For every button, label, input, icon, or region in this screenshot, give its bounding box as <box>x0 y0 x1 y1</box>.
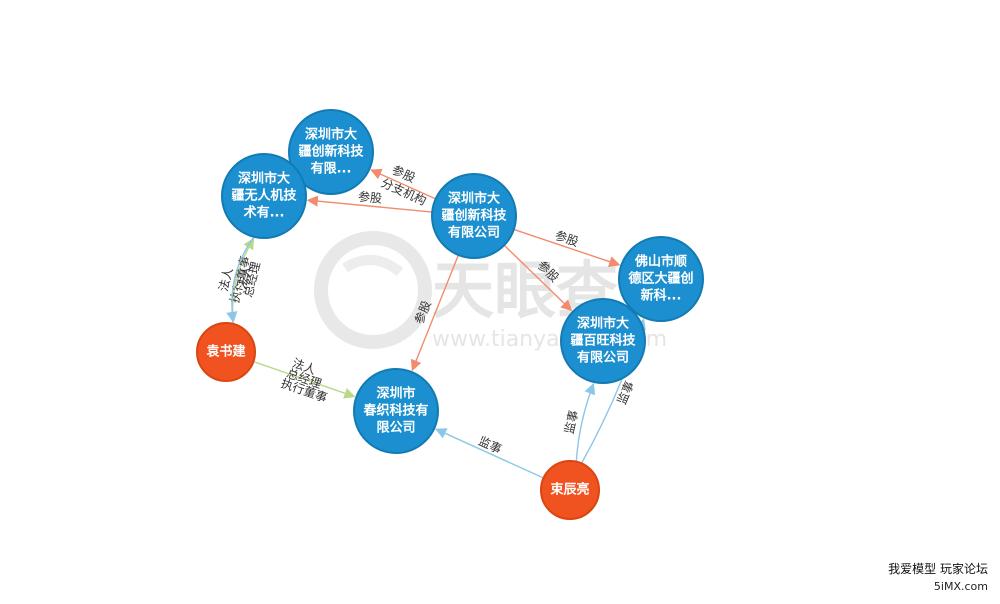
node-label: 有限... <box>311 161 352 177</box>
edge-label: 参股 <box>357 188 382 205</box>
node-label: 疆创新科技 <box>298 144 364 160</box>
node-circle[interactable] <box>221 153 307 239</box>
edge-dji_chuangxin_main-to-foshan_dji <box>513 228 621 268</box>
node-label: 束辰亮 <box>550 482 589 498</box>
node-circle[interactable] <box>431 173 517 259</box>
edge-yuan_shujian-to-chunzhi <box>253 360 356 399</box>
node-label: 疆无人机技 <box>231 188 297 204</box>
node-circle[interactable] <box>196 322 256 382</box>
node-label: 深圳市大 <box>577 316 629 332</box>
node-circle[interactable] <box>288 109 374 195</box>
node-label: 限公司 <box>376 421 415 436</box>
edge-label: 法人 <box>235 264 254 291</box>
node-label: 新科... <box>641 288 682 304</box>
edge-label: 参股 <box>553 227 581 249</box>
forum-watermark: 我爱模型 玩家论坛 5iMX.com <box>888 560 988 596</box>
node-label: 袁书建 <box>205 344 245 360</box>
edge-label: 法人 <box>216 266 235 293</box>
company-node-foshan_dji[interactable]: 佛山市顺德区大疆创新科... <box>618 236 704 322</box>
edge-shu_chenliang-to-chunzhi <box>435 428 544 479</box>
edge-dji_uav-to-yuan_shujian <box>226 236 255 323</box>
company-node-dji_branch[interactable]: 深圳市大疆创新科技有限... <box>288 109 374 195</box>
node-label: 深圳市 <box>376 386 415 402</box>
nodes-layer: 深圳市大疆创新科技有限公司深圳市大疆创新科技有限...深圳市大疆无人机技术有..… <box>196 109 704 520</box>
person-node-yuan_shujian[interactable]: 袁书建 <box>196 322 256 382</box>
node-label: 疆百旺科技 <box>570 333 636 349</box>
edge-dji_chuangxin_main-to-dji_uav <box>306 195 433 213</box>
edge-dji_chuangxin_main-to-chunzhi <box>410 254 460 372</box>
node-label: 佛山市顺 <box>634 254 687 270</box>
edge-dji_chuangxin_main-to-dji_branch <box>370 168 436 200</box>
forum-name: 我爱模型 玩家论坛 <box>888 562 988 576</box>
company-node-dji_uav[interactable]: 深圳市大疆无人机技术有... <box>221 153 307 239</box>
node-label: 春织科技有 <box>362 403 428 419</box>
forum-url: 5iMX.com <box>933 580 988 593</box>
node-label: 德区大疆创 <box>628 271 693 287</box>
watermark-logo-icon <box>314 231 432 349</box>
node-circle[interactable] <box>560 298 646 384</box>
node-circle[interactable] <box>540 460 600 520</box>
person-node-shu_chenliang[interactable]: 束辰亮 <box>540 460 600 520</box>
node-label: 有限公司 <box>448 225 500 241</box>
node-label: 深圳市大 <box>305 127 357 143</box>
edge-label: 监事 <box>615 379 637 407</box>
node-circle[interactable] <box>353 368 439 454</box>
node-label: 深圳市大 <box>238 171 290 187</box>
edge-label: 监事 <box>562 409 581 435</box>
node-label: 有限公司 <box>577 350 629 366</box>
node-label: 术有... <box>243 205 285 221</box>
node-circle[interactable] <box>618 236 704 322</box>
edge-shu_chenliang-to-dji_baiwang <box>575 382 596 462</box>
node-label: 深圳市大 <box>448 191 500 207</box>
node-label: 疆创新科技 <box>441 208 507 224</box>
edge-dji_chuangxin_main-to-dji_baiwang <box>503 244 573 312</box>
